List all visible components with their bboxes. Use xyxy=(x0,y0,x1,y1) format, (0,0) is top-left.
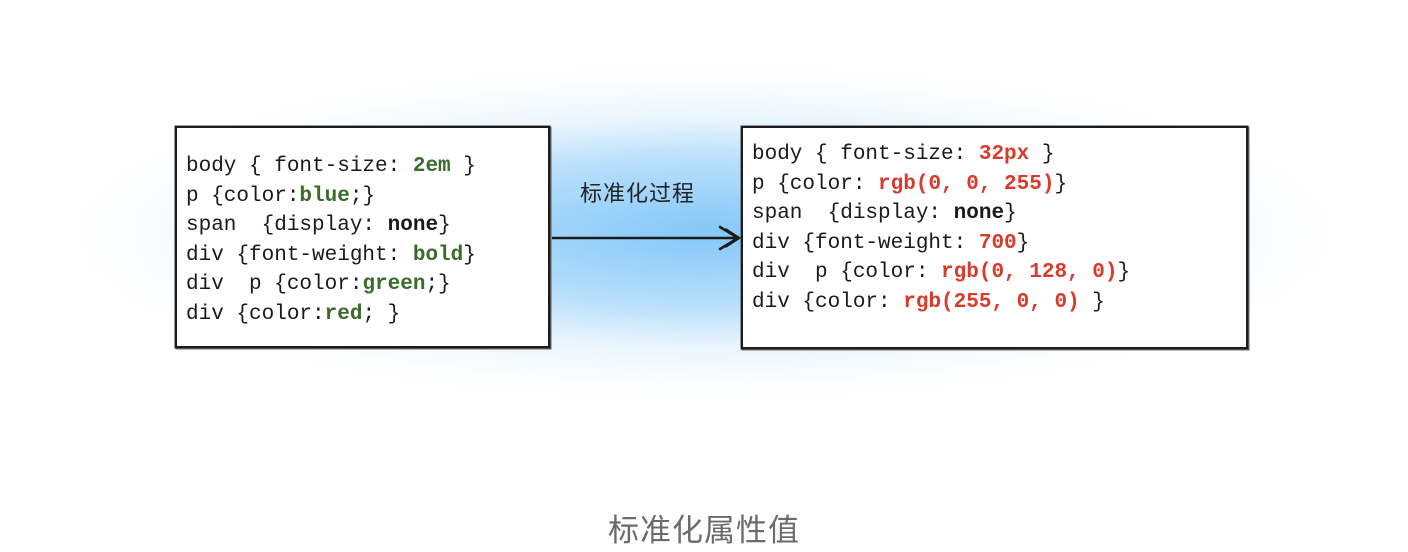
css-text: div {font-weight: xyxy=(186,243,413,267)
normalized-css-box: body { font-size: 32px }p {color: rgb(0,… xyxy=(741,126,1248,349)
css-text: } xyxy=(438,214,451,238)
css-text: ; } xyxy=(362,302,401,326)
css-value: none xyxy=(953,202,1005,226)
code-line: div {font-weight: bold} xyxy=(186,241,548,271)
css-value: rgb(0, 128, 0) xyxy=(941,261,1118,285)
css-text: p {color: xyxy=(752,172,879,196)
code-line: div p {color:green;} xyxy=(186,270,548,300)
css-text: p {color: xyxy=(186,184,300,208)
figure-caption: 标准化属性值 xyxy=(608,513,800,549)
css-text: ;} xyxy=(425,273,451,297)
original-css-box: body { font-size: 2em }p {color:blue;}sp… xyxy=(175,126,550,348)
code-line: div {color:red; } xyxy=(186,300,548,330)
css-text: div p {color: xyxy=(186,273,363,297)
css-value: green xyxy=(362,273,426,297)
css-text: div {font-weight: xyxy=(752,231,979,255)
code-line: div p {color: rgb(0, 128, 0)} xyxy=(752,258,1246,288)
css-value: bold xyxy=(412,243,464,267)
css-value: blue xyxy=(299,184,350,208)
css-text: } xyxy=(1016,231,1030,255)
css-text: } xyxy=(1004,202,1017,226)
css-text: div {color: xyxy=(752,290,904,314)
css-text: body { font-size: xyxy=(186,155,413,178)
css-text: } xyxy=(1029,143,1055,166)
css-text: div {color: xyxy=(186,302,325,326)
code-line: span {display: none} xyxy=(752,199,1246,229)
css-value: rgb(0, 0, 255) xyxy=(878,172,1055,196)
css-text: body { font-size: xyxy=(752,143,979,166)
css-text: } xyxy=(463,243,476,267)
css-text: span {display: xyxy=(752,202,954,226)
css-value: rgb(255, 0, 0) xyxy=(903,290,1080,314)
css-value: none xyxy=(387,214,439,238)
code-line: body { font-size: 32px } xyxy=(752,140,1246,170)
code-line: div {font-weight: 700} xyxy=(752,229,1246,259)
arrow-icon xyxy=(552,225,741,251)
css-value: 700 xyxy=(978,231,1017,255)
code-line: body { font-size: 2em } xyxy=(186,152,548,182)
css-text: } xyxy=(450,155,476,178)
code-line: p {color:blue;} xyxy=(186,182,548,212)
code-line: span {display: none} xyxy=(186,211,548,241)
css-text: span {display: xyxy=(186,214,388,238)
css-text: div p {color: xyxy=(752,261,942,285)
css-text: ;} xyxy=(349,184,376,208)
css-value: red xyxy=(324,302,363,326)
code-line: p {color: rgb(0, 0, 255)} xyxy=(752,170,1246,200)
css-value: 32px xyxy=(978,143,1030,166)
css-text: } xyxy=(1079,290,1105,314)
css-value: 2em xyxy=(412,155,451,178)
css-text: } xyxy=(1117,261,1131,285)
code-line: div {color: rgb(255, 0, 0) } xyxy=(752,288,1246,318)
css-text: } xyxy=(1054,172,1068,196)
process-label: 标准化过程 xyxy=(580,182,696,207)
